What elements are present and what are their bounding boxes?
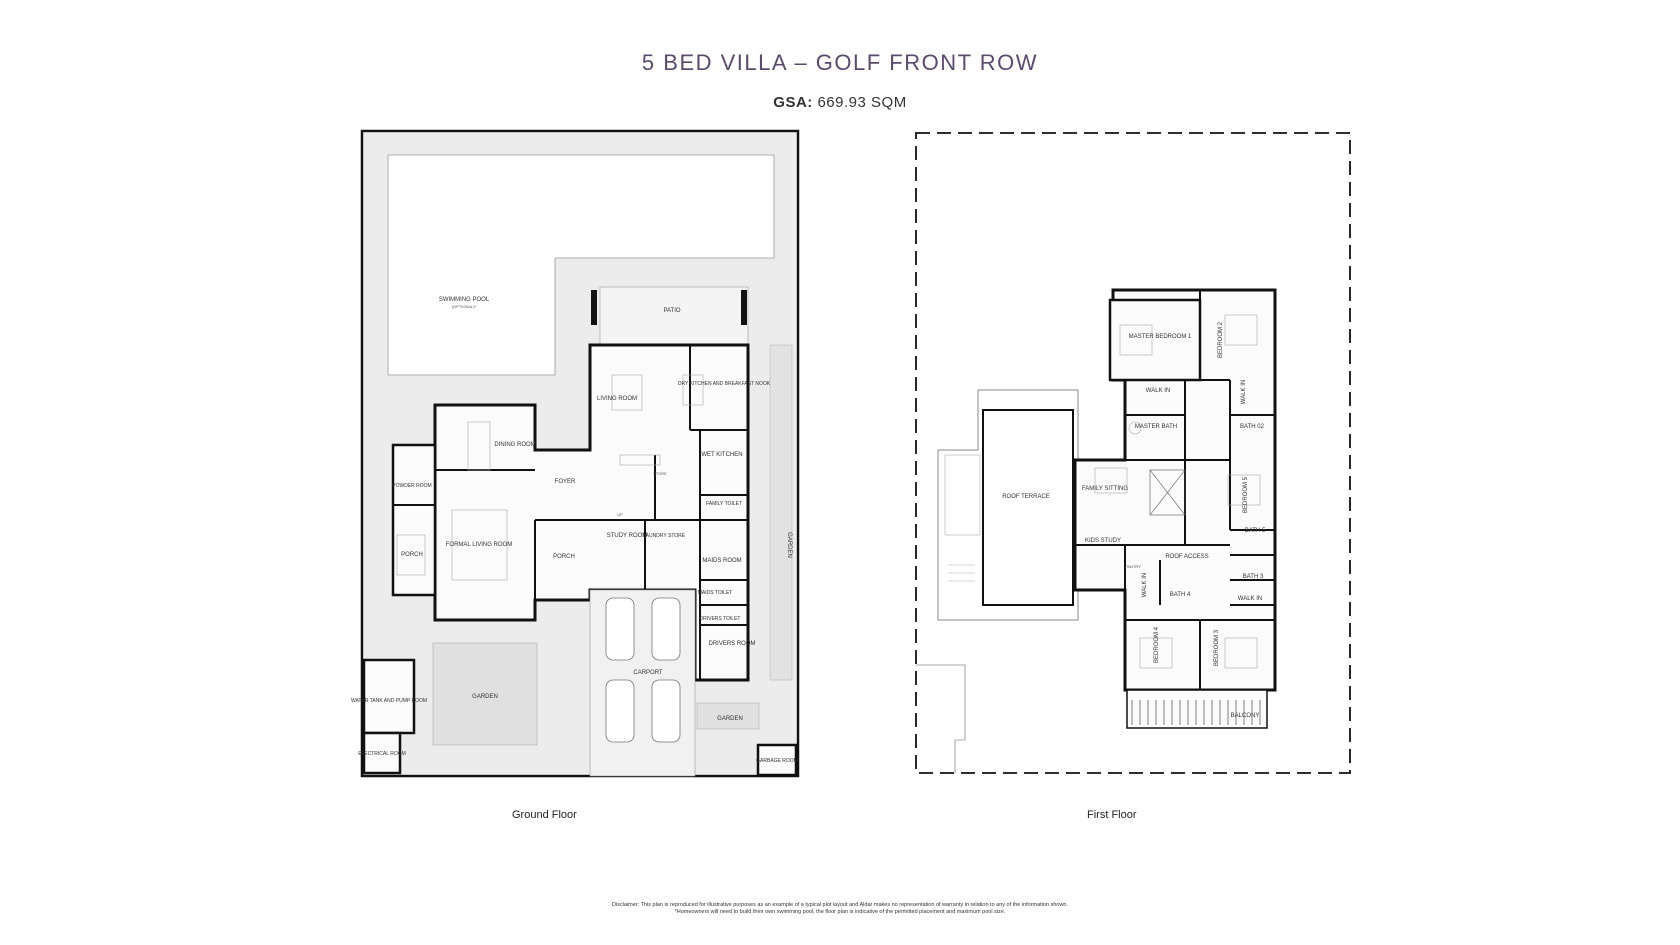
label-bedroom4: BEDROOM 4 (1154, 626, 1160, 663)
gsa-value: 669.93 SQM (817, 94, 907, 111)
garden-center-block (432, 642, 538, 746)
label-kids-study: KIDS STUDY (1085, 538, 1121, 544)
label-bath5: BATH 5 (1245, 528, 1266, 534)
ground-furniture (396, 374, 704, 581)
label-bath2: BATH 02 (1240, 424, 1265, 430)
roof-terrace (982, 409, 1074, 606)
label-laundry: LAUNDRY STORE (643, 533, 686, 539)
roof-terrace-void (944, 454, 981, 536)
label-balcony: BALCONY (1231, 713, 1260, 719)
label-dry-kitchen: DRY KITCHEN AND BREAKFAST NOOK (678, 381, 771, 387)
west-wing (391, 443, 437, 597)
label-walk-in-top: WALK IN (1146, 388, 1170, 394)
first-floor-plan: ROOF TERRACE MASTER BEDROOM 1 BEDROOM 2 … (915, 132, 1351, 774)
patio-area (599, 286, 749, 348)
master-bedroom-wing (1108, 298, 1202, 382)
label-formal-living: FORMAL LIVING ROOM (446, 542, 512, 548)
label-up: UP (617, 512, 623, 517)
label-bath3: BATH 3 (1243, 574, 1264, 580)
label-study: STUDY ROOM (607, 533, 648, 539)
label-master-bath: MASTER BATH (1135, 424, 1177, 430)
page-title: 5 BED VILLA – GOLF FRONT ROW (641, 50, 1039, 75)
first-floor-plot-boundary (915, 132, 1351, 774)
gsa-area: GSA: 669.93 SQM (0, 94, 1680, 111)
first-furniture (1094, 314, 1261, 669)
lower-left-outline (916, 664, 966, 773)
water-tank-room (362, 658, 416, 735)
roof-terrace-outline (937, 389, 1079, 621)
pool-area (387, 154, 775, 376)
disclaimer-line1: Disclaimer: This plan is reproduced for … (611, 902, 1069, 908)
roof-terrace-steps (948, 564, 975, 582)
label-dining: DINING ROOM (494, 442, 535, 448)
label-bath4: BATH 4 (1170, 592, 1191, 598)
label-garden-right: GARDEN (786, 532, 792, 558)
label-carport: CARPORT (633, 670, 663, 676)
label-bedroom5: BEDROOM 5 (1243, 476, 1249, 513)
electrical-room (362, 731, 402, 775)
label-bedroom2: BEDROOM 2 (1218, 321, 1224, 358)
label-pantry: PANTRY (1125, 564, 1141, 569)
label-roof-access: ROOF ACCESS (1165, 554, 1208, 560)
label-walk-in-left: WALK IN (1142, 573, 1148, 597)
label-maids-toilet: MAIDS TOILET (698, 590, 733, 596)
label-master-bedroom: MASTER BEDROOM 1 (1129, 334, 1192, 340)
ground-floor-plan: SWIMMING POOL (OPTIONAL)* PATIO LIVING R… (351, 129, 800, 778)
label-drivers-room: DRIVERS ROOM (708, 641, 755, 647)
label-electrical: ELECTRICAL ROOM (358, 751, 406, 757)
label-porch-mid: PORCH (553, 554, 575, 560)
patio-columns (591, 290, 747, 325)
garden-bottom-block (696, 702, 760, 730)
label-garbage: GARBAGE ROOM (756, 758, 798, 764)
label-patio: PATIO (663, 308, 680, 314)
first-interior-walls (1075, 290, 1275, 690)
gsa-label: GSA: (773, 94, 813, 111)
label-pool: SWIMMING POOL (439, 297, 490, 303)
label-powder: POWDER ROOM (392, 483, 431, 489)
balcony-area (1126, 689, 1268, 729)
garden-right-strip (769, 344, 793, 681)
ground-interior-walls (393, 345, 748, 680)
label-roof-terrace: ROOF TERRACE (1002, 494, 1050, 500)
label-walk-in-right: WALK IN (1241, 380, 1247, 404)
label-drivers-toilet: DRIVERS TOILET (700, 616, 741, 622)
label-garden-center: GARDEN (472, 694, 498, 700)
label-water-tank: WATER TANK AND PUMP ROOM (351, 698, 427, 704)
carport-cars (605, 597, 681, 743)
label-living: LIVING ROOM (597, 396, 637, 402)
ground-floor-caption: Ground Floor (512, 809, 577, 821)
label-wet-kitchen: WET KITCHEN (701, 452, 742, 458)
first-floor-caption: First Floor (1087, 809, 1137, 821)
disclaimer-line2: *Homeowners will need to build their own… (674, 909, 1006, 915)
garbage-room (756, 743, 798, 777)
label-family-toilet: FAMILY TOILET (706, 501, 742, 507)
label-pool-note: (OPTIONAL)* (452, 304, 477, 309)
label-maids-room: MAIDS ROOM (702, 558, 741, 564)
balcony-rail (1131, 700, 1261, 725)
first-stair (1149, 469, 1186, 516)
label-garden-bottom: GARDEN (717, 716, 743, 722)
label-walk-in-br: WALK IN (1238, 596, 1262, 602)
label-bedroom3: BEDROOM 3 (1214, 629, 1220, 666)
label-family-sitting: FAMILY SITTING (1082, 486, 1128, 492)
disclaimer: Disclaimer: This plan is reproduced for … (0, 902, 1680, 916)
plot-boundary (360, 129, 800, 778)
label-store: STORE (653, 471, 667, 476)
label-foyer: FOYER (555, 479, 576, 485)
label-porch-left: PORCH (401, 552, 423, 558)
